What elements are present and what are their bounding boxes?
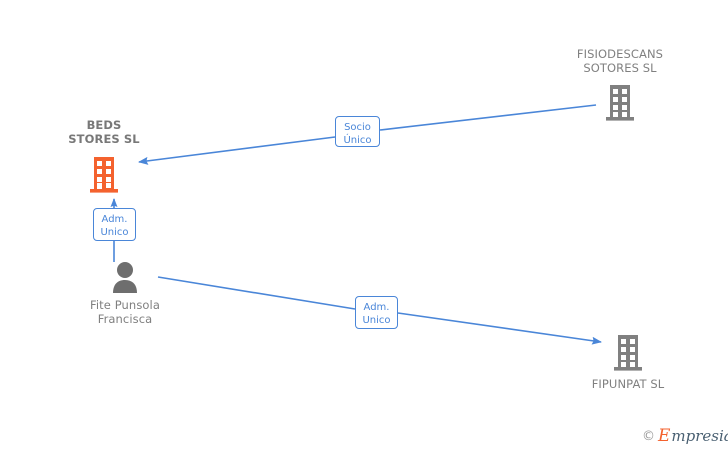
node-label-beds-stores: BEDS STORES SL — [68, 118, 140, 146]
person-icon — [113, 262, 137, 293]
watermark-brand-rest: mpresia — [671, 426, 728, 445]
building-icon — [90, 157, 118, 193]
empresia-watermark: © E mpresia — [642, 426, 728, 446]
edge-adm-unico-fipunpat — [157, 276, 602, 345]
edge-label-adm-unico-beds[interactable]: Adm. Unico — [93, 208, 136, 241]
building-icon — [606, 85, 634, 121]
node-person-fite-punsola-francisca[interactable]: Fite Punsola Francisca — [67, 261, 183, 326]
building-icon — [614, 335, 642, 371]
node-label-fipunpat: FIPUNPAT SL — [591, 377, 665, 391]
node-company-fisiodescans[interactable]: FISIODESCANS SOTORES SL — [556, 47, 684, 122]
node-label-fisiodescans: FISIODESCANS SOTORES SL — [576, 47, 664, 75]
edge-label-adm-unico-fipunpat[interactable]: Adm. Unico — [355, 296, 398, 329]
edge-socio-unico — [138, 104, 597, 165]
node-label-person: Fite Punsola Francisca — [90, 298, 160, 326]
edge-label-socio-unico[interactable]: Socio Único — [335, 116, 380, 147]
watermark-brand-initial: E — [658, 425, 671, 446]
copyright-icon: © — [642, 428, 655, 444]
node-company-beds-stores[interactable]: BEDS STORES SL — [44, 118, 164, 194]
node-company-fipunpat[interactable]: FIPUNPAT SL — [568, 334, 688, 391]
